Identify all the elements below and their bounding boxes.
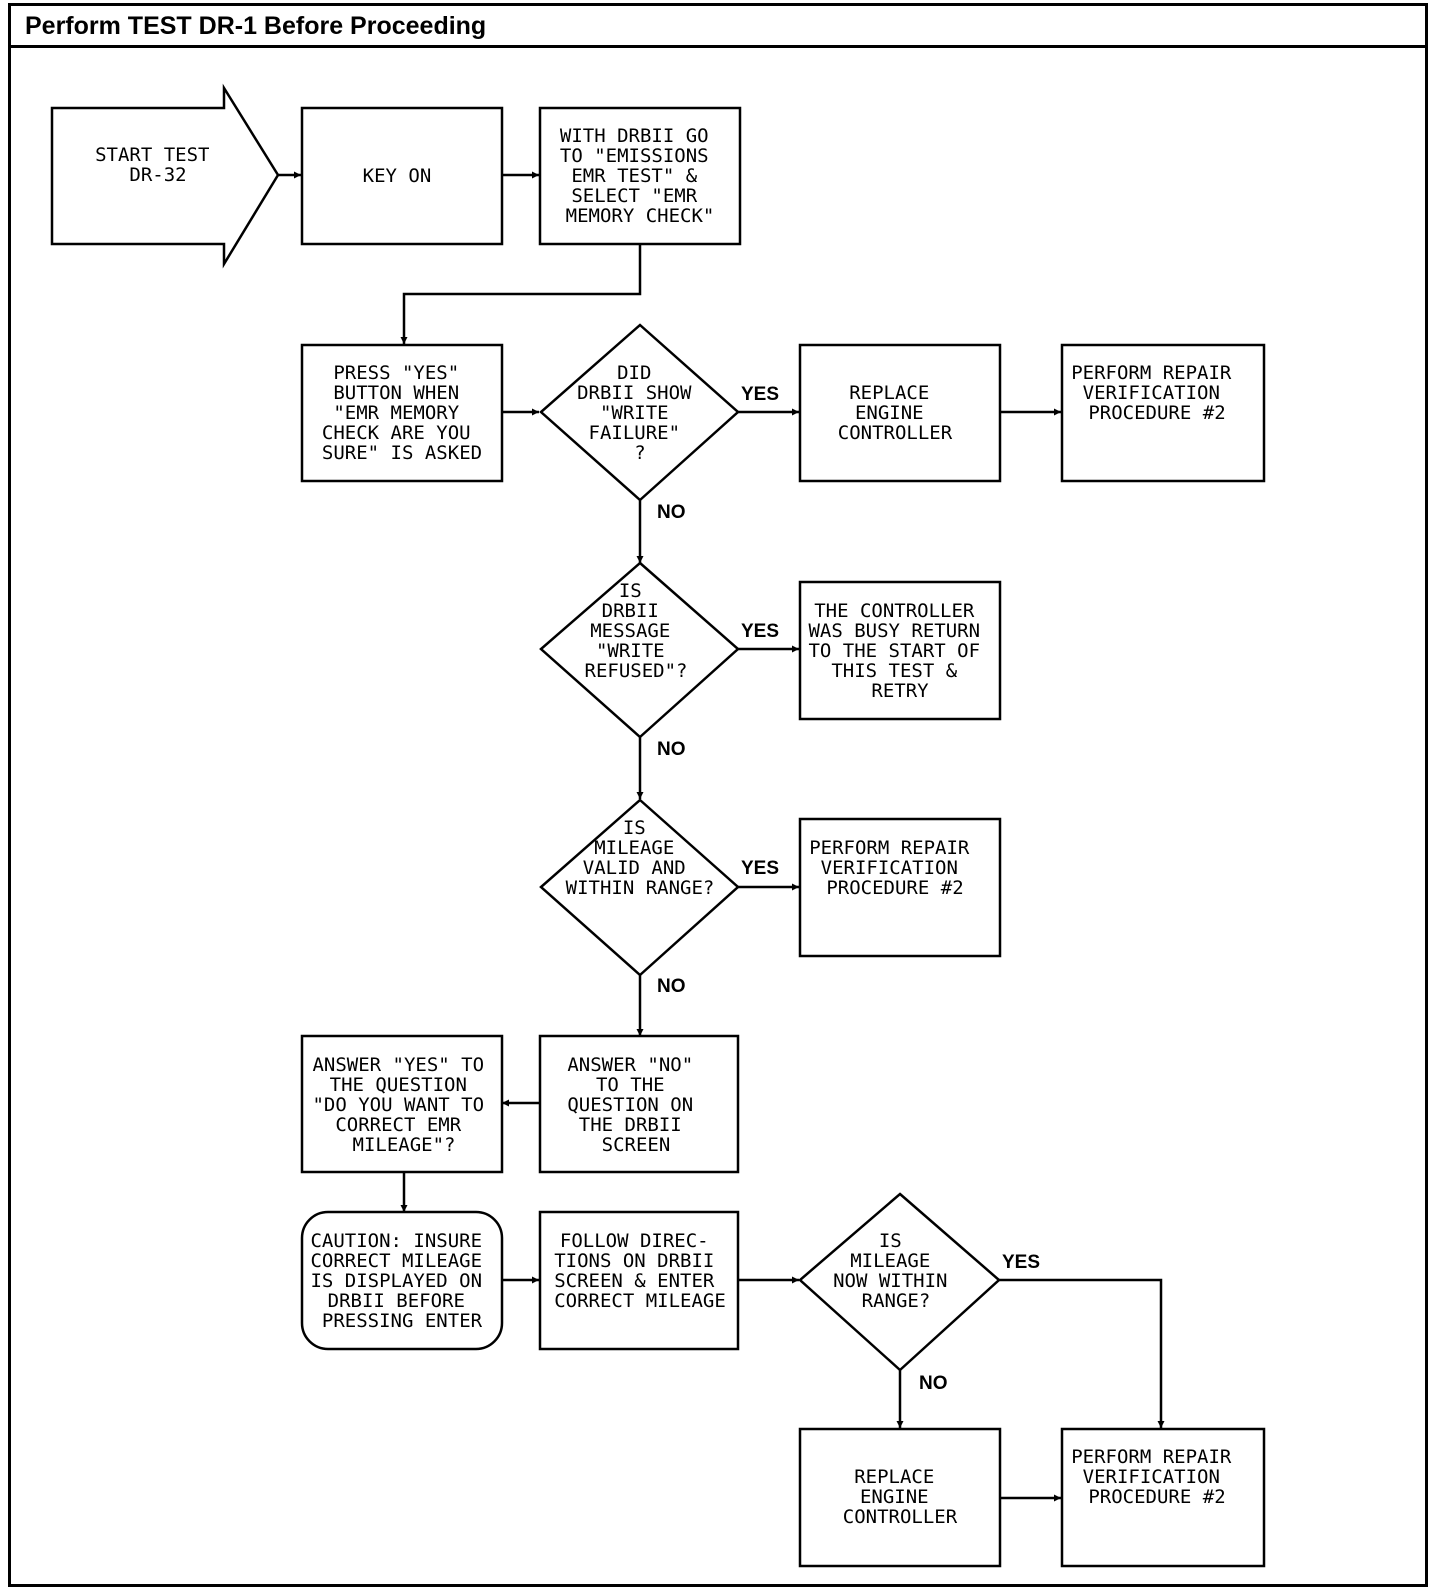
page-title: Perform TEST DR-1 Before Proceeding xyxy=(25,12,487,40)
node-labels: START TEST DR-32 KEY ON WITH DRBII GO TO… xyxy=(95,125,1243,1528)
edge-labels: YES NO YES NO YES NO YES NO xyxy=(657,384,1040,1394)
follow-box xyxy=(538,1210,740,1351)
valid-label: IS MILEAGE VALID AND WITHIN RANGE? xyxy=(566,817,715,899)
press-box xyxy=(300,343,504,483)
did-no-label: NO xyxy=(657,502,686,523)
did-diamond xyxy=(539,323,740,502)
replace1-label: REPLACE ENGINE CONTROLLER xyxy=(838,382,953,444)
header-bar: Perform TEST DR-1 Before Proceeding xyxy=(11,6,1425,48)
verify3-label: PERFORM REPAIR VERIFICATION PROCEDURE #2 xyxy=(1071,1446,1243,1508)
valid-yes-label: YES xyxy=(741,858,779,879)
drbii-label: WITH DRBII GO TO "EMISSIONS EMR TEST" & … xyxy=(560,125,720,227)
answerno-label: ANSWER "NO" TO THE QUESTION ON THE DRBII… xyxy=(567,1054,704,1156)
drbii-box xyxy=(538,106,742,246)
answerno-box xyxy=(538,1034,740,1174)
edge-drbii-press xyxy=(400,244,642,344)
keyon-box xyxy=(300,106,504,246)
verify2-box xyxy=(798,817,1002,958)
busy-box xyxy=(798,580,1002,721)
did-label: DID DRBII SHOW "WRITE FAILURE" ? xyxy=(577,362,703,464)
follow-label: FOLLOW DIREC- TIONS ON DRBII SCREEN & EN… xyxy=(554,1230,726,1312)
verify1-box xyxy=(1060,343,1266,483)
within-diamond xyxy=(798,1192,1001,1372)
refused-no-label: NO xyxy=(657,739,686,760)
within-label: IS MILEAGE NOW WITHIN RANGE? xyxy=(833,1230,959,1312)
edge-within-verify3 xyxy=(999,1278,1165,1428)
verify2-label: PERFORM REPAIR VERIFICATION PROCEDURE #2 xyxy=(809,837,981,899)
answeryes-label: ANSWER "YES" TO THE QUESTION "DO YOU WAN… xyxy=(312,1054,495,1156)
refused-label: IS DRBII MESSAGE "WRITE REFUSED"? xyxy=(585,580,688,682)
verify1-label: PERFORM REPAIR VERIFICATION PROCEDURE #2 xyxy=(1071,362,1243,424)
start-arrow-shape xyxy=(50,83,280,269)
keyon-label: KEY ON xyxy=(363,165,432,187)
refused-yes-label: YES xyxy=(741,621,779,642)
flowchart-frame: Perform TEST DR-1 Before Proceeding xyxy=(8,3,1428,1587)
did-yes-label: YES xyxy=(741,384,779,405)
within-no-label: NO xyxy=(919,1373,948,1394)
within-yes-label: YES xyxy=(1002,1252,1040,1273)
start-label: START TEST DR-32 xyxy=(95,144,221,186)
valid-diamond xyxy=(539,798,740,977)
caution-label: CAUTION: INSURE CORRECT MILEAGE IS DISPL… xyxy=(310,1230,493,1332)
connectors xyxy=(278,171,1165,1502)
refused-diamond xyxy=(539,561,740,739)
valid-no-label: NO xyxy=(657,976,686,997)
replace1-box xyxy=(798,343,1002,483)
answeryes-box xyxy=(300,1034,504,1174)
press-label: PRESS "YES" BUTTON WHEN "EMR MEMORY CHEC… xyxy=(322,362,482,464)
verify3-box xyxy=(1060,1427,1266,1568)
replace2-label: REPLACE ENGINE CONTROLLER xyxy=(843,1466,958,1528)
replace2-box xyxy=(798,1427,1002,1568)
caution-box xyxy=(300,1210,504,1351)
node-shapes xyxy=(50,83,1266,1568)
busy-label: THE CONTROLLER WAS BUSY RETURN TO THE ST… xyxy=(808,600,991,702)
